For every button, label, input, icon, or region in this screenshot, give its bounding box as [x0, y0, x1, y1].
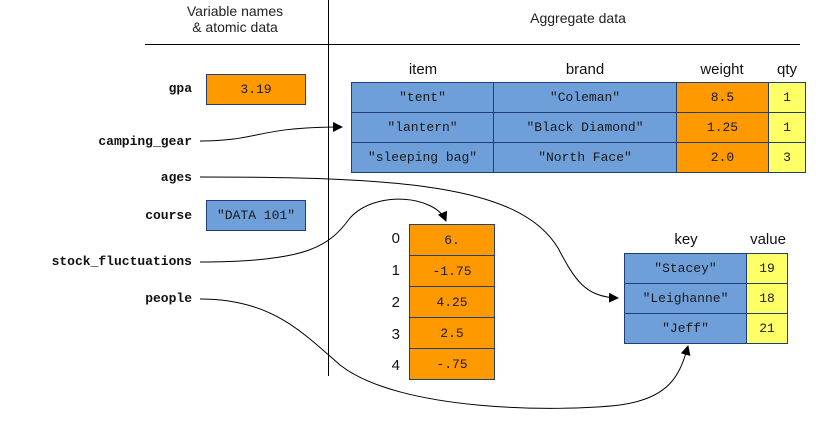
series-value: 4.25 [409, 286, 495, 318]
table-cell: 1 [768, 112, 806, 143]
var-course: course [145, 208, 192, 223]
table-cell: "Coleman" [493, 82, 677, 113]
series-index: 2 [391, 294, 400, 311]
ages-arrow [199, 176, 619, 303]
table-cell: 3 [768, 142, 806, 173]
header-divider [145, 44, 800, 45]
dict-key-header: key [674, 231, 698, 248]
table-cell: 2.0 [676, 142, 769, 173]
col-header-weight: weight [700, 61, 744, 78]
col-header-item: item [408, 61, 438, 78]
left-header-line2: & atomic data [192, 19, 278, 35]
var-stock-fluctuations: stock_fluctuations [51, 254, 192, 269]
column-divider [328, 0, 329, 376]
series-index: 0 [391, 230, 400, 247]
gpa-value-box: 3.19 [206, 74, 306, 105]
var-gpa: gpa [168, 81, 192, 96]
table-cell: "lantern" [351, 112, 494, 143]
stock-fluctuations-arrow [199, 198, 448, 263]
series-index: 3 [391, 326, 400, 343]
series-value: -1.75 [409, 255, 495, 287]
dict-key: "Jeff" [624, 313, 747, 344]
series-index: 4 [391, 357, 400, 374]
var-people: people [145, 291, 192, 306]
dict-value: 18 [746, 283, 788, 314]
right-header: Aggregate data [530, 10, 626, 26]
table-cell: "North Face" [493, 142, 677, 173]
left-header-line1: Variable names [186, 3, 284, 19]
col-header-brand: brand [565, 61, 605, 78]
dict-value-header: value [750, 231, 786, 248]
camping-gear-arrow [199, 122, 343, 142]
var-camping-gear: camping_gear [98, 134, 192, 149]
var-ages: ages [160, 170, 192, 185]
table-cell: 8.5 [676, 82, 769, 113]
series-value: -.75 [409, 348, 495, 380]
col-header-qty: qty [776, 61, 797, 78]
left-header: Variable names & atomic data [150, 3, 320, 35]
series-index: 1 [391, 262, 400, 279]
series-value: 2.5 [409, 317, 495, 349]
course-value-box: "DATA 101" [206, 200, 306, 231]
table-cell: "Black Diamond" [493, 112, 677, 143]
table-cell: 1.25 [676, 112, 769, 143]
people-arrow [199, 298, 691, 409]
dict-value: 21 [746, 313, 788, 344]
series-value: 6. [409, 224, 495, 256]
table-cell: "sleeping bag" [351, 142, 494, 173]
